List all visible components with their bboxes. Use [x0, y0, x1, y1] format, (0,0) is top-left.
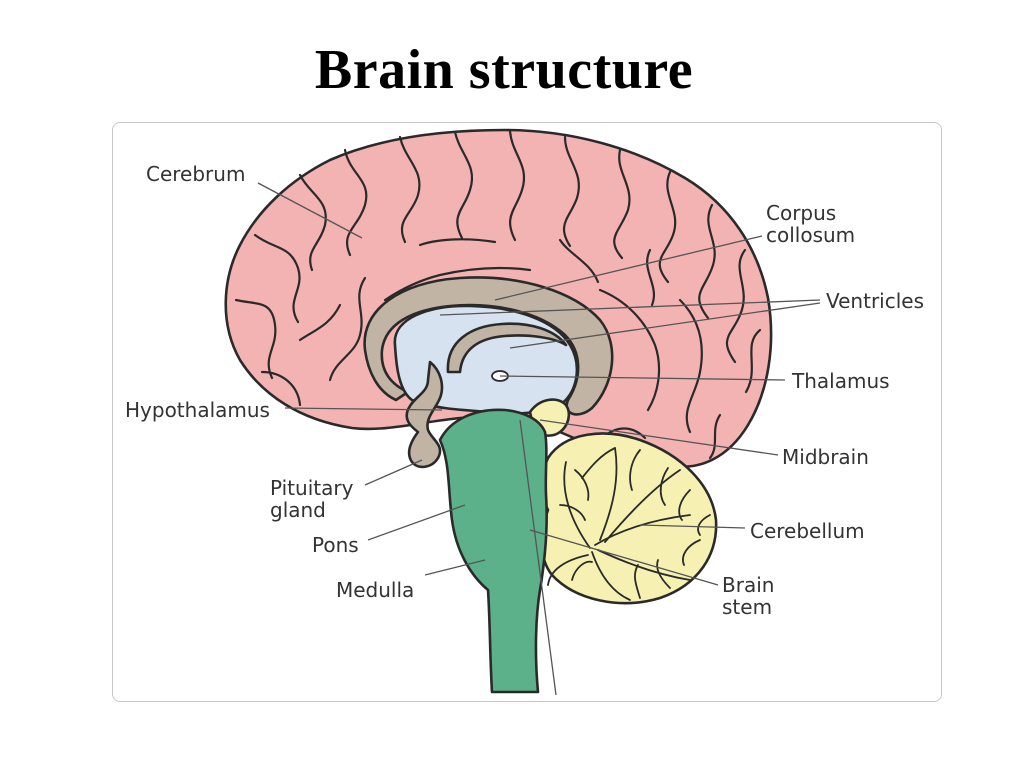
label-thalamus: Thalamus: [791, 369, 890, 393]
label-corpus-callosum-line2: collosum: [766, 223, 855, 247]
arbor-vitae-lines: [547, 447, 711, 601]
label-pituitary-line2: gland: [270, 498, 326, 522]
label-brain-stem-line1: Brain: [722, 573, 774, 597]
gyri-lines: [234, 129, 762, 460]
label-pituitary-line1: Pituitary: [270, 476, 354, 500]
page-title: Brain structure: [314, 39, 694, 101]
label-ventricles: Ventricles: [826, 289, 924, 313]
label-medulla: Medulla: [336, 578, 414, 602]
fornix-shape: [446, 322, 568, 374]
label-cerebrum: Cerebrum: [146, 162, 245, 186]
label-cerebellum: Cerebellum: [750, 519, 865, 543]
pituitary-gland-shape: [405, 360, 444, 469]
label-pons: Pons: [312, 533, 359, 557]
label-brain-stem-line2: stem: [722, 595, 772, 619]
label-hypothalamus: Hypothalamus: [125, 398, 270, 422]
label-midbrain: Midbrain: [782, 445, 869, 469]
leader-lines: [257, 182, 821, 696]
brain-stem-shape: [438, 408, 548, 694]
label-corpus-callosum-line1: Corpus: [766, 201, 836, 225]
